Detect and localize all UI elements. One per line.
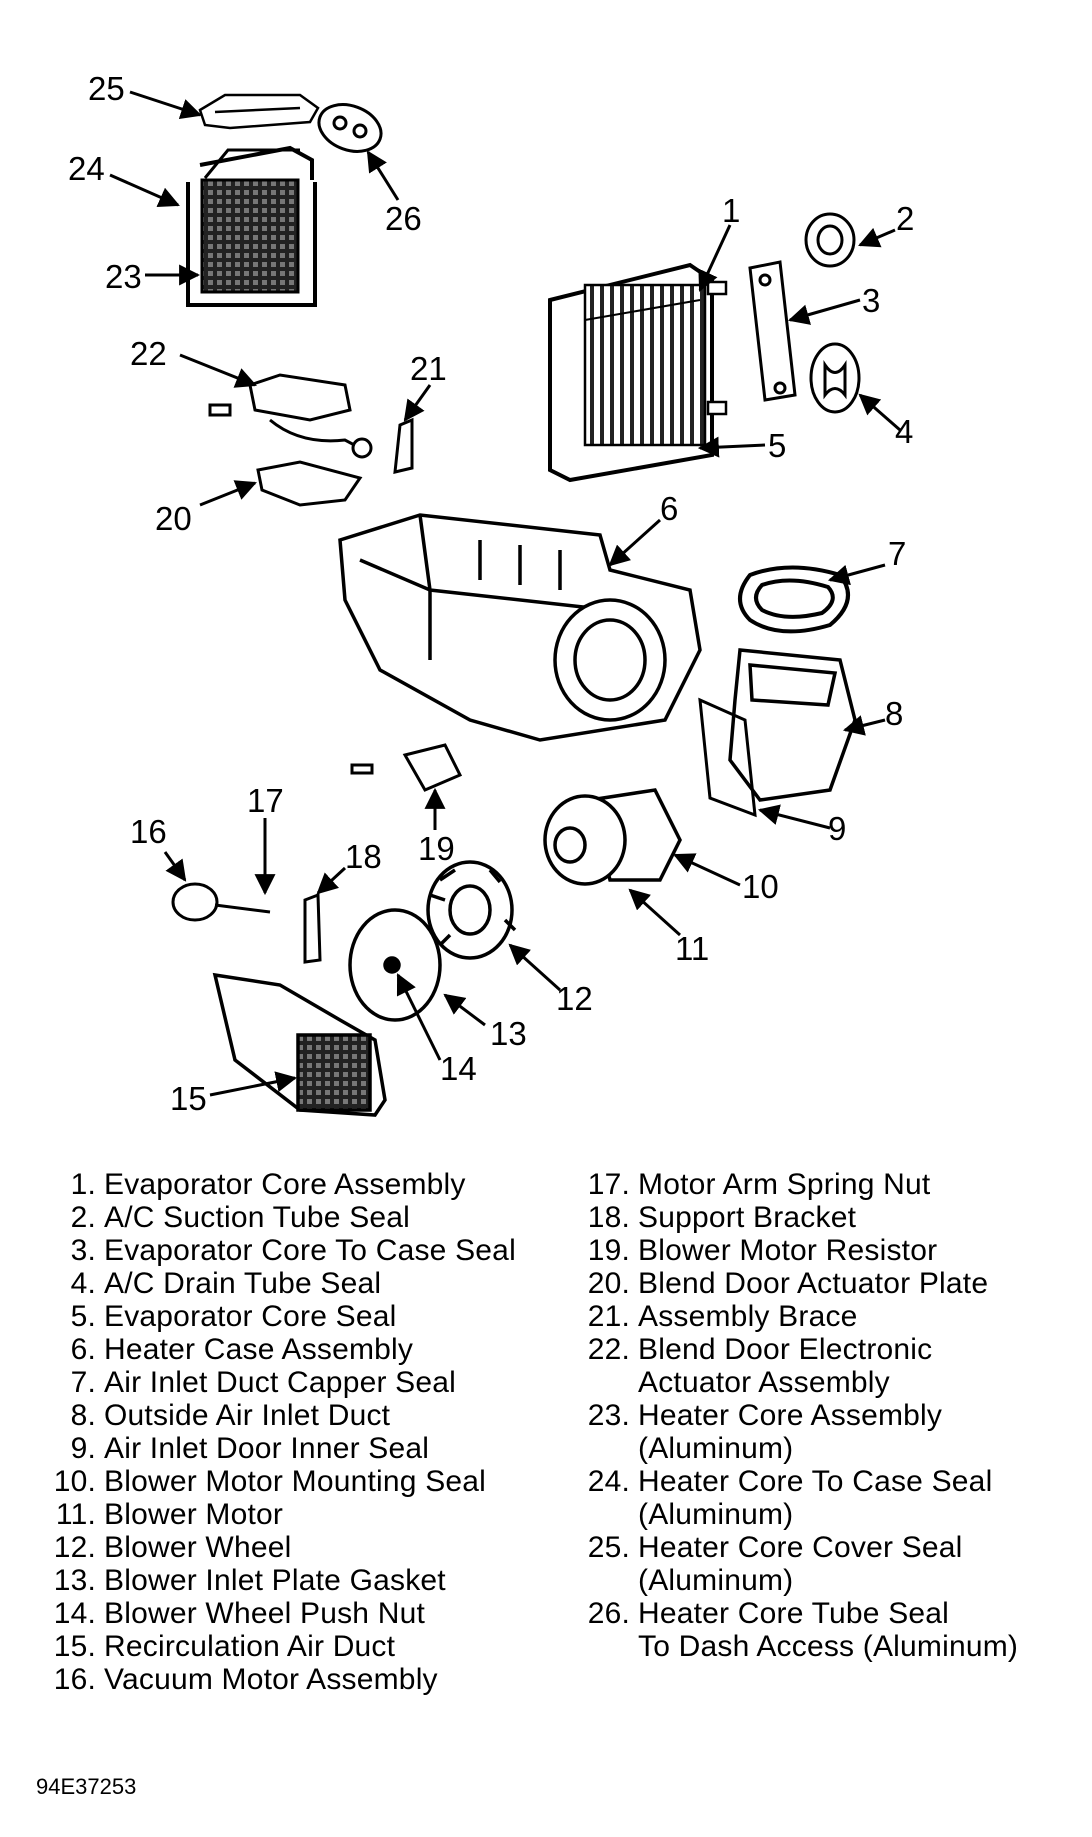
- callout-15: 15: [170, 1080, 207, 1117]
- callout-1: 1: [722, 192, 740, 229]
- outside-air-inlet-duct: [728, 648, 857, 802]
- legend-item: 17.Motor Arm Spring Nut: [587, 1168, 931, 1201]
- callout-17: 17: [247, 782, 284, 819]
- callout-4: 4: [895, 413, 913, 450]
- callout-16: 16: [130, 813, 167, 850]
- legend-item: 15.Recirculation Air Duct: [53, 1630, 396, 1663]
- legend-item: 19.Blower Motor Resistor: [587, 1234, 938, 1267]
- evaporator-core: [548, 262, 728, 483]
- legend-item: 14.Blower Wheel Push Nut: [53, 1597, 426, 1630]
- blower-motor: [543, 788, 682, 886]
- legend-item: 22.Blend Door Electronic Actuator Assemb…: [587, 1333, 933, 1399]
- support-bracket: [303, 892, 322, 964]
- leader-arrows: [109, 90, 901, 1097]
- callout-21: 21: [410, 350, 447, 387]
- callout-8: 8: [885, 695, 903, 732]
- air-inlet-door-inner-seal: [698, 697, 757, 818]
- vacuum-motor-assembly: [171, 882, 271, 922]
- blower-inlet-plate-gasket: [348, 908, 442, 1022]
- legend-item: 26.Heater Core Tube Seal To Dash Access …: [587, 1597, 1019, 1663]
- legend-item: 6.Heater Case Assembly: [70, 1333, 414, 1366]
- heater-case-assembly: [338, 513, 702, 742]
- callout-12: 12: [556, 980, 593, 1017]
- legend-item: 7.Air Inlet Duct Capper Seal: [70, 1366, 457, 1399]
- callout-14: 14: [440, 1050, 477, 1087]
- callout-24: 24: [68, 150, 105, 187]
- callout-26: 26: [385, 200, 422, 237]
- legend-item: 20.Blend Door Actuator Plate: [587, 1267, 989, 1300]
- legend-item: 11.Blower Motor: [55, 1498, 284, 1531]
- callout-22: 22: [130, 335, 167, 372]
- legend-item: 4.A/C Drain Tube Seal: [70, 1267, 382, 1300]
- heater-core-tube-seal: [317, 103, 383, 153]
- blend-door-actuator-plate: [256, 460, 363, 507]
- callout-labels: 1 2 3 4 5 6 7 8 9 10 11 12 13 14 15 16 1…: [68, 70, 914, 1117]
- callout-18: 18: [345, 838, 382, 875]
- callout-25: 25: [88, 70, 125, 107]
- legend-item: 12.Blower Wheel: [53, 1531, 292, 1564]
- legend-item: 21.Assembly Brace: [587, 1300, 858, 1333]
- legend-item: 9.Air Inlet Door Inner Seal: [70, 1432, 430, 1465]
- legend-right: 17.Motor Arm Spring Nut 18.Support Brack…: [578, 1168, 1078, 1663]
- callout-9: 9: [828, 810, 846, 847]
- legend-item: 8.Outside Air Inlet Duct: [70, 1399, 391, 1432]
- blower-motor-resistor: [350, 743, 463, 792]
- callout-20: 20: [155, 500, 192, 537]
- exploded-view-diagram: 1 2 3 4 5 6 7 8 9 10 11 12 13 14 15 16 1…: [68, 70, 914, 1117]
- legend-item: 2.A/C Suction Tube Seal: [70, 1201, 411, 1234]
- ac-drain-tube-seal: [809, 342, 861, 414]
- callout-19: 19: [418, 830, 455, 867]
- legend-item: 23.Heater Core Assembly (Aluminum): [587, 1399, 943, 1465]
- figure-reference-code: 94E37253: [36, 1774, 137, 1799]
- callout-7: 7: [888, 535, 906, 572]
- ac-suction-tube-seal: [804, 212, 856, 268]
- legend-item: 16.Vacuum Motor Assembly: [53, 1663, 438, 1696]
- blend-door-actuator: [208, 373, 373, 459]
- evaporator-core-to-case-seal: [748, 260, 797, 402]
- recirculation-air-duct: [212, 972, 387, 1117]
- callout-2: 2: [896, 200, 914, 237]
- callout-3: 3: [862, 282, 880, 319]
- legend-item: 1.Evaporator Core Assembly: [70, 1168, 466, 1201]
- assembly-brace: [393, 417, 414, 474]
- callout-23: 23: [105, 258, 142, 295]
- air-inlet-duct-capper-seal: [738, 565, 850, 634]
- callout-10: 10: [742, 868, 779, 905]
- legend-item: 25.Heater Core Cover Seal (Aluminum): [587, 1531, 963, 1597]
- callout-13: 13: [490, 1015, 527, 1052]
- legend-item: 3.Evaporator Core To Case Seal: [70, 1234, 516, 1267]
- legend-item: 18.Support Bracket: [587, 1201, 857, 1234]
- callout-6: 6: [660, 490, 678, 527]
- legend-item: 10.Blower Motor Mounting Seal: [53, 1465, 487, 1498]
- heater-core-assembly: [186, 145, 317, 307]
- heater-core-cover-seal: [198, 93, 320, 130]
- blower-wheel: [426, 860, 517, 960]
- legend-left: 1.Evaporator Core Assembly 2.A/C Suction…: [40, 1168, 560, 1696]
- legend-item: 24.Heater Core To Case Seal (Aluminum): [587, 1465, 993, 1531]
- callout-11: 11: [675, 930, 709, 967]
- legend-item: 13.Blower Inlet Plate Gasket: [53, 1564, 446, 1597]
- callout-5: 5: [768, 427, 786, 464]
- legend-item: 5.Evaporator Core Seal: [70, 1300, 397, 1333]
